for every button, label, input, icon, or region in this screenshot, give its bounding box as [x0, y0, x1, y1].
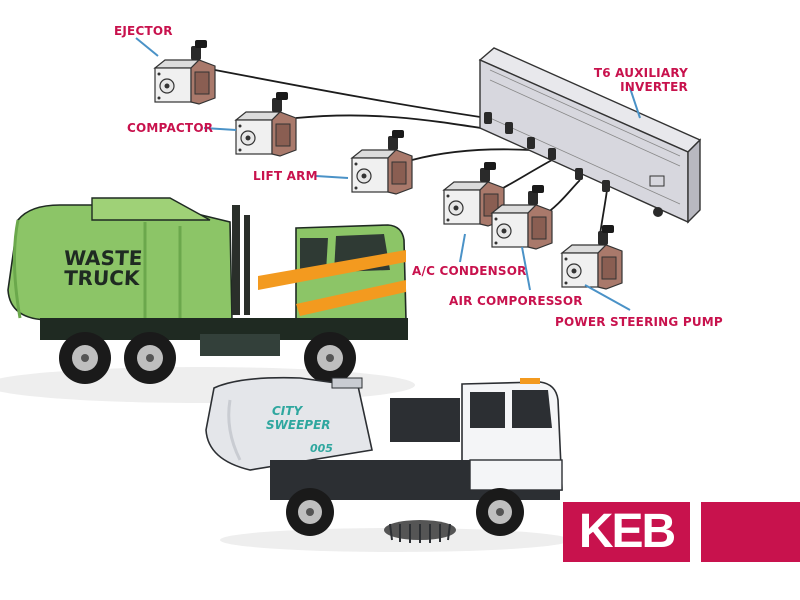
label-power-steering-pump: POWER STEERING PUMP [555, 315, 723, 329]
sweeper-text-line2: SWEEPER [266, 418, 331, 432]
wheels [59, 332, 356, 384]
motor-icon [235, 91, 297, 157]
leader-lines [135, 37, 641, 311]
waste-truck-text-line2: TRUCK [63, 266, 141, 290]
sweeper-text-line1: CITY [272, 404, 303, 418]
street-sweeper-icon [205, 376, 563, 543]
motor-icon [561, 224, 623, 290]
sweeper-number: 005 [310, 442, 333, 455]
label-air-compressor: AIR COMPORESSOR [449, 294, 583, 308]
keb-logo-box [563, 502, 690, 562]
motor-icon [154, 39, 216, 105]
label-ac-condensor: A/C CONDENSOR [412, 264, 527, 278]
waste-truck-icon [7, 197, 408, 384]
keb-logo-accent-box [701, 502, 800, 562]
inverter-icon [478, 47, 702, 224]
label-ejector: EJECTOR [114, 24, 173, 38]
keb-logo: KEB [578, 505, 676, 558]
label-compactor: COMPACTOR [127, 121, 214, 135]
label-lift-arm: LIFT ARM [253, 169, 318, 183]
label-inverter-line1: T6 AUXILIARY [593, 66, 688, 80]
motor-icon [351, 129, 413, 195]
label-inverter-line2: INVERTER [620, 80, 688, 94]
